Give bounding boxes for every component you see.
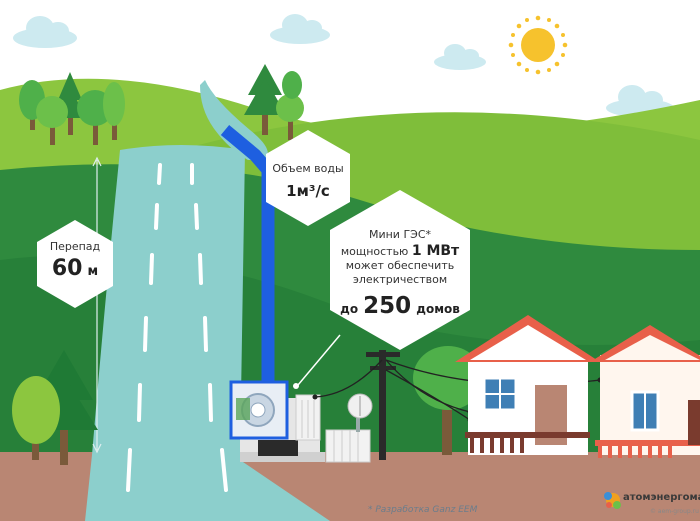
plant-houses-suffix: домов xyxy=(416,302,460,316)
plant-houses-prefix: до xyxy=(340,302,359,316)
company-url: © aem-group.ru xyxy=(650,508,699,515)
penstock-pipe xyxy=(220,125,275,385)
plant-hexagon xyxy=(330,190,470,350)
plant-power-value: 1 МВт xyxy=(411,243,460,259)
tree-icon xyxy=(12,376,60,460)
water-label-block: Объем воды 1м³/с xyxy=(268,162,348,200)
tree-icon xyxy=(244,64,286,135)
satellite-dish-icon xyxy=(347,393,373,432)
plant-houses-value: 250 xyxy=(363,293,412,319)
fence xyxy=(325,429,371,463)
water-hexagon xyxy=(266,130,350,226)
plant-label-block: Мини ГЭС* мощностью 1 МВт может обеспечи… xyxy=(335,228,465,319)
company-logo-icon xyxy=(604,492,621,509)
plant-houses-row: до 250 домов xyxy=(335,293,465,319)
head-hexagon xyxy=(37,220,113,308)
head-label-block: Перепад 60 м xyxy=(40,240,110,281)
tree-icon xyxy=(276,71,304,140)
head-value: 60 xyxy=(51,256,83,281)
water-label: Объем воды xyxy=(272,162,344,175)
height-arrow xyxy=(92,156,102,454)
cloud-icon xyxy=(434,44,486,70)
plant-title: Мини ГЭС* xyxy=(368,228,432,241)
head-value-row: 60 м xyxy=(40,256,110,281)
utility-pole xyxy=(366,350,400,460)
sun-icon xyxy=(508,15,568,75)
cloud-icon xyxy=(13,16,77,48)
head-label: Перепад xyxy=(49,240,101,253)
water-value: 1м³/с xyxy=(286,182,330,200)
house-icon xyxy=(455,315,600,455)
cloud-icon xyxy=(270,14,330,44)
plant-electricity-text: электричеством xyxy=(352,273,448,286)
power-station xyxy=(229,380,325,462)
tree-icon xyxy=(103,82,125,140)
footnote: * Разработка Ganz EEM xyxy=(368,505,478,515)
plant-power-prefix: мощностью xyxy=(340,245,409,258)
plant-power-row: мощностью 1 МВт xyxy=(335,244,465,259)
plant-provide-text: может обеспечить xyxy=(345,259,455,272)
head-unit: м xyxy=(87,264,99,279)
house-icon xyxy=(590,325,700,458)
company-name: атомэнергомаш xyxy=(623,492,700,503)
tree-icon xyxy=(36,96,68,145)
